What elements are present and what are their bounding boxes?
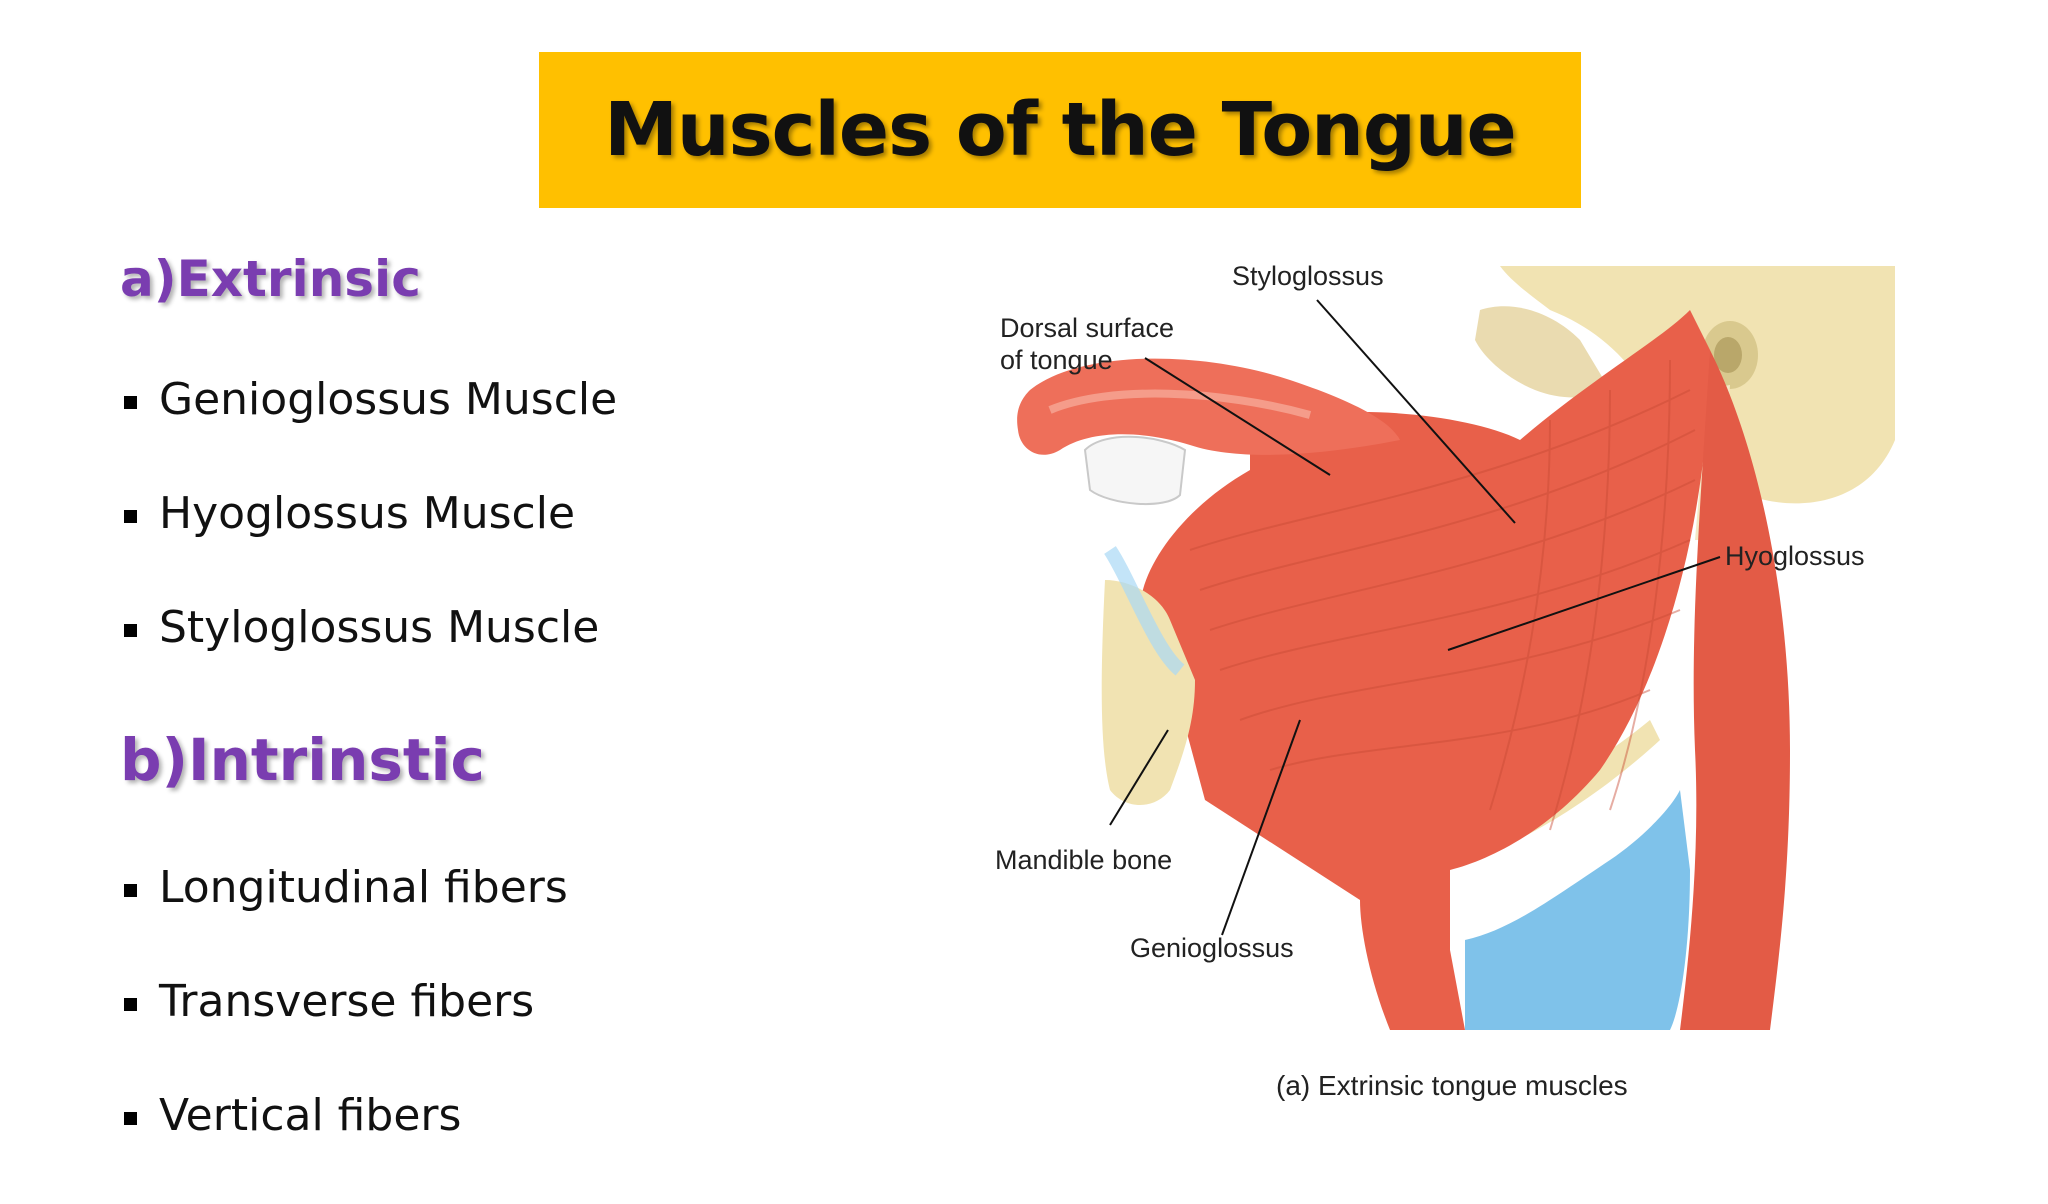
list-item: Styloglossus Muscle bbox=[124, 602, 617, 716]
hyoglossus-muscle bbox=[1140, 310, 1710, 1030]
slide-title: Muscles of the Tongue bbox=[604, 87, 1516, 173]
list-item: Vertical fibers bbox=[124, 1090, 568, 1204]
intrinsic-list: Longitudinal fibers Transverse fibers Ve… bbox=[124, 862, 568, 1204]
label-mandible-bone: Mandible bone bbox=[995, 845, 1173, 875]
list-item-text: Hyoglossus Muscle bbox=[159, 488, 576, 539]
figure-caption: (a) Extrinsic tongue muscles bbox=[1276, 1070, 1628, 1101]
pharyngeal-muscle bbox=[1680, 350, 1790, 1030]
label-genioglossus: Genioglossus bbox=[1130, 933, 1294, 963]
list-item-text: Genioglossus Muscle bbox=[159, 374, 618, 425]
list-item-text: Styloglossus Muscle bbox=[159, 602, 600, 653]
square-bullet-icon bbox=[124, 884, 137, 897]
intrinsic-heading: b)Intrinstic bbox=[120, 726, 485, 794]
list-item-text: Transverse fibers bbox=[159, 976, 535, 1027]
incisor-teeth bbox=[1083, 435, 1187, 505]
list-item-text: Longitudinal fibers bbox=[159, 862, 568, 913]
list-item: Transverse fibers bbox=[124, 976, 568, 1090]
list-item: Longitudinal fibers bbox=[124, 862, 568, 976]
mastoid-bone bbox=[1475, 306, 1610, 398]
extrinsic-heading: a)Extrinsic bbox=[120, 250, 421, 308]
list-item: Genioglossus Muscle bbox=[124, 374, 617, 488]
square-bullet-icon bbox=[124, 998, 137, 1011]
label-dorsal-line1: Dorsal surface bbox=[1000, 313, 1175, 343]
tongue bbox=[1017, 358, 1400, 455]
leader-lines bbox=[1109, 299, 1721, 936]
label-dorsal-surface: Dorsal surface of tongue bbox=[1000, 312, 1174, 376]
square-bullet-icon bbox=[124, 1112, 137, 1125]
anatomy-illustration bbox=[1017, 266, 1895, 1030]
title-banner: Muscles of the Tongue bbox=[539, 52, 1581, 208]
list-item: Hyoglossus Muscle bbox=[124, 488, 617, 602]
muscle-fibers bbox=[1189, 359, 1696, 831]
label-styloglossus: Styloglossus bbox=[1232, 261, 1384, 291]
square-bullet-icon bbox=[124, 624, 137, 637]
extrinsic-list: Genioglossus Muscle Hyoglossus Muscle St… bbox=[124, 374, 617, 716]
mandible-bone bbox=[1101, 580, 1195, 805]
tongue-muscles-figure: Styloglossus Dorsal surface of tongue Hy… bbox=[990, 250, 1910, 1110]
list-item-text: Vertical fibers bbox=[159, 1090, 462, 1141]
label-dorsal-line2: of tongue bbox=[1000, 345, 1113, 375]
thyroid-cartilage bbox=[1465, 790, 1690, 1030]
square-bullet-icon bbox=[124, 510, 137, 523]
square-bullet-icon bbox=[124, 396, 137, 409]
label-hyoglossus: Hyoglossus bbox=[1725, 541, 1865, 571]
